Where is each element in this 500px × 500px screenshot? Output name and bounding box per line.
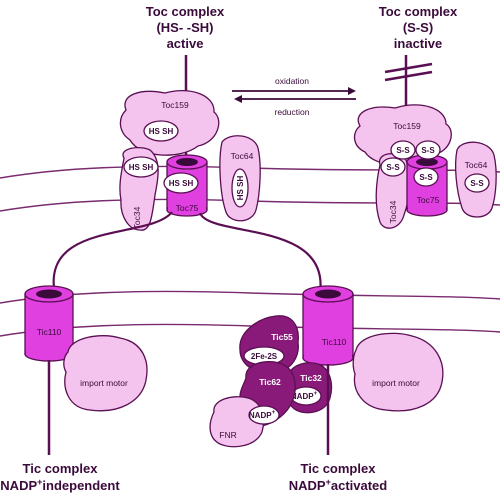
toc159-label: Toc159 [161,100,189,110]
disulfide-group [380,157,406,177]
thiol-label: HS SH [149,127,174,136]
header-toc-inactive-line1: Toc complex [379,4,458,19]
redox-arrows: oxidation reduction [232,76,356,117]
disulfide-label: S-S [421,146,435,155]
toc75-pore [176,158,198,166]
toc75-barrel-fill [408,200,446,210]
tic110-fill [304,347,352,358]
nadp-plus: + [326,477,331,487]
oxidation-arrowhead [348,87,356,95]
toc34-label: Toc34 [132,206,142,229]
disulfide-group [390,140,416,160]
toc64-label: Toc64 [231,151,254,161]
toc75-label: Toc75 [417,195,440,205]
disulfide-group [464,173,490,193]
header-toc-active: Toc complex (HS- -SH) active [146,4,225,51]
nadp-plus: + [314,391,318,397]
tic110-pore [36,289,62,299]
disulfide-label: S-S [386,163,400,172]
toc75-barrel-fill [168,200,206,210]
header-tic-right-line1: Tic complex [301,461,377,476]
thiol-label: HS SH [129,163,154,172]
import-motor-label: import motor [372,378,420,388]
header-tic-left-line1: Tic complex [23,461,99,476]
thiol-group [163,172,199,194]
import-motor-label: import motor [80,378,128,388]
toc75-pore [416,158,438,166]
thiol-label: HS SH [169,179,194,188]
fnr-protein [209,396,265,448]
connector-right [198,212,322,294]
disulfide-group [413,167,439,187]
nadp-text: NADP [0,478,37,493]
nadp-text: NADP [289,478,326,493]
tic62-label: Tic62 [259,377,281,387]
fnr-label: FNR [219,430,236,440]
nadp-binding-site [248,405,280,425]
nadp-plus: + [272,410,276,416]
toc64-label: Toc64 [465,160,488,170]
header-tic-right-line2: NADP+activated [289,477,388,493]
import-motor [63,335,148,412]
thiol-label: HS SH [236,176,245,201]
tic32-label: Tic32 [300,373,322,383]
tic110-pore [315,289,341,299]
header-tic-left-line2: NADP+independent [0,477,120,493]
thiol-group [123,156,159,178]
header-toc-active-line1: Toc complex [146,4,225,19]
thiol-group [231,168,249,208]
connector-left [52,211,173,296]
header-tic-right: Tic complex NADP+activated [289,461,388,493]
reduction-label: reduction [275,107,310,117]
toc-complex-active: Toc159 HS SH Toc34 HS SH Toc75 HS SH Toc… [119,55,261,231]
oxidation-label: oxidation [275,76,309,86]
toc159-label: Toc159 [393,121,421,131]
disulfide-label: S-S [396,146,410,155]
tic110-label: Tic110 [37,327,62,337]
disulfide-group [415,140,441,160]
block-bar [384,70,433,82]
header-toc-inactive-line3: inactive [394,36,442,51]
nadp-plus: + [37,477,42,487]
nadp-text: NADP [249,411,272,420]
header-toc-inactive-line2: (S-S) [403,20,433,35]
disulfide-label: S-S [419,173,433,182]
iron-sulfur-label: 2Fe-2S [251,352,278,361]
tic110-label: Tic110 [322,337,347,347]
header-tic-left: Tic complex NADP+independent [0,461,120,493]
toc75-label: Toc75 [176,203,199,213]
toc34-label: Toc34 [388,200,398,223]
header-toc-inactive: Toc complex (S-S) inactive [379,4,458,51]
tic110-fill [26,343,72,354]
nadp-text: NADP [291,392,314,401]
nadp-label: NADP+ [291,391,318,401]
import-motor [352,332,444,412]
tic-right-mode: activated [331,478,387,493]
disulfide-label: S-S [470,179,484,188]
toc-complex-inactive: Toc159 Toc34 Toc75 Toc64 S-S S-S S-S S-S… [353,55,497,229]
header-toc-active-line3: active [167,36,204,51]
nadp-label: NADP+ [249,410,276,420]
block-bar [384,62,433,74]
tic-left-mode: independent [42,478,120,493]
tic-complex-right: import motor Tic110 Tic55 2Fe-2S Tic32 N… [209,285,444,455]
reduction-arrowhead [234,95,242,103]
tic-complex-left: Tic110 import motor [24,285,148,455]
header-toc-active-line2: (HS- -SH) [156,20,213,35]
thiol-group [143,120,179,142]
tic55-label: Tic55 [271,332,293,342]
